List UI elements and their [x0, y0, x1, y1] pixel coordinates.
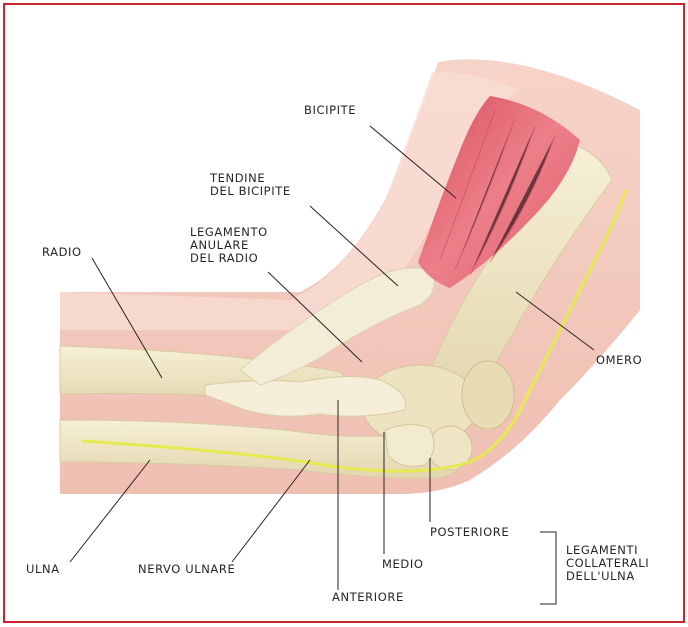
label-legamento-line3: DEL RADIO	[190, 252, 268, 265]
label-bicipite: BICIPITE	[304, 104, 356, 117]
label-posteriore: POSTERIORE	[430, 526, 509, 539]
label-omero: OMERO	[596, 354, 642, 367]
label-legamento-anulare: LEGAMENTO ANULARE DEL RADIO	[190, 226, 268, 265]
label-medio: MEDIO	[382, 558, 424, 571]
label-tendine-bicipite: TENDINE DEL BICIPITE	[210, 172, 291, 198]
label-nervo-ulnare: NERVO ULNARE	[138, 563, 235, 576]
label-collaterali-line3: DELL'ULNA	[566, 570, 649, 583]
label-radio: RADIO	[42, 246, 82, 259]
collateral-ligament	[385, 424, 434, 466]
label-tendine-line2: DEL BICIPITE	[210, 185, 291, 198]
label-anteriore: ANTERIORE	[332, 591, 404, 604]
label-legamenti-collaterali: LEGAMENTI COLLATERALI DELL'ULNA	[566, 544, 649, 583]
label-ulna: ULNA	[26, 563, 60, 576]
condyle	[462, 361, 514, 429]
